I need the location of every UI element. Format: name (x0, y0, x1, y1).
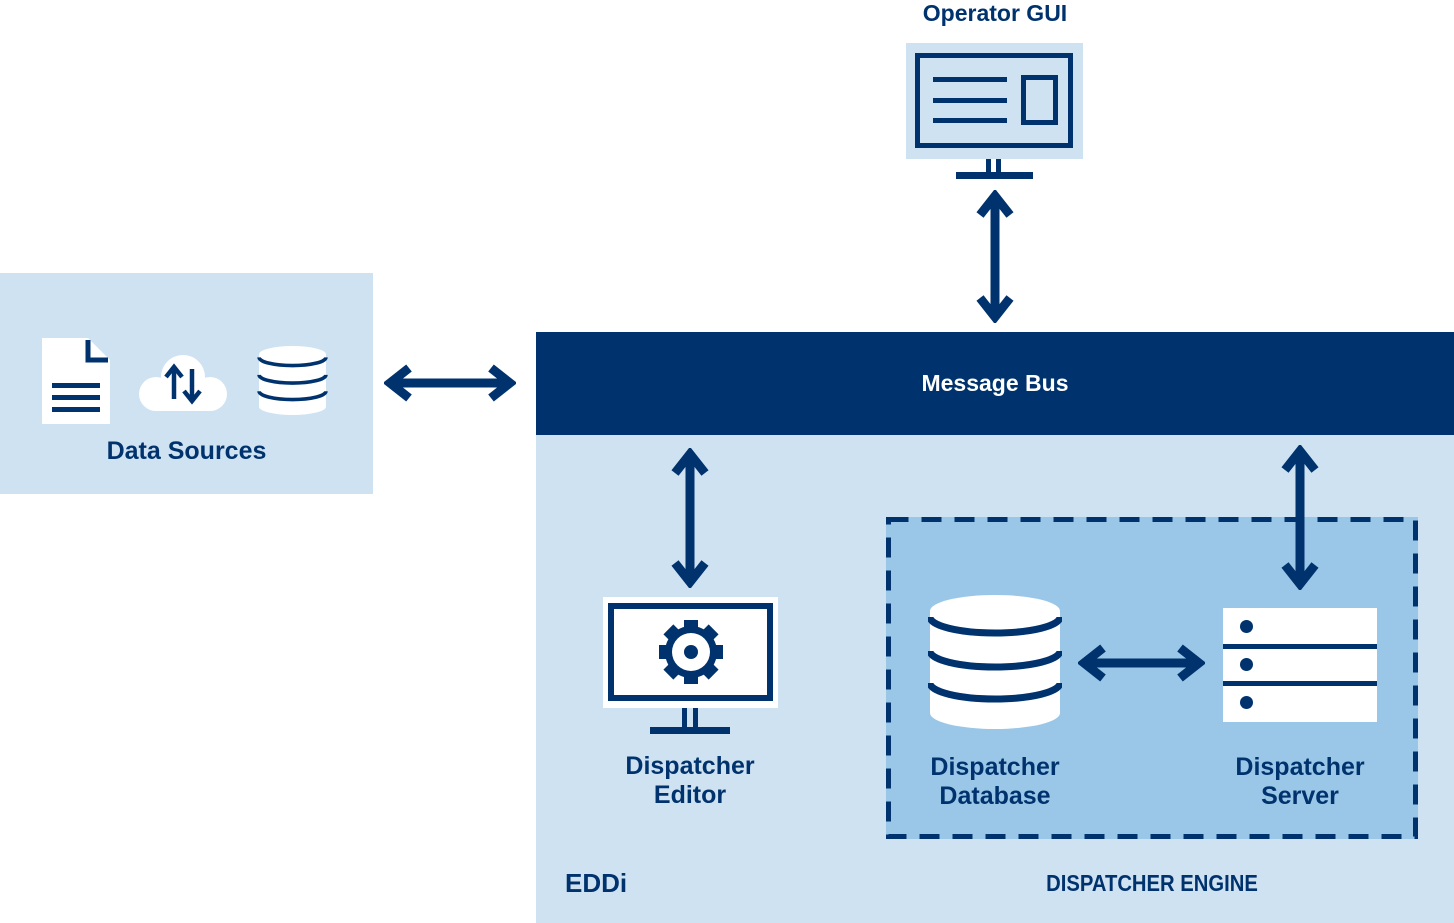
screen-text-line (933, 77, 1007, 82)
double-arrow-vertical-icon (976, 190, 1014, 323)
monitor-stand (693, 708, 698, 728)
database-icon (928, 595, 1062, 729)
server-icon (1223, 608, 1377, 722)
screen-text-line (933, 98, 1007, 103)
double-arrow-vertical-icon (1281, 445, 1319, 590)
operator-gui-label: Operator GUI (922, 0, 1068, 26)
data-sources-label: Data Sources (106, 437, 267, 465)
dispatcher-engine-box: Dispatcher Database Dispatcher Server (886, 517, 1418, 839)
monitor-gear-icon (603, 597, 778, 708)
monitor-stand (986, 159, 991, 173)
monitor-icon (906, 43, 1083, 159)
database-icon (257, 346, 328, 415)
dispatcher-database-label: Dispatcher Database (930, 753, 1060, 810)
dispatcher-editor-label: Dispatcher Editor (625, 752, 755, 809)
document-icon (42, 338, 110, 424)
monitor-stand (682, 708, 687, 728)
double-arrow-horizontal-icon (1078, 644, 1205, 682)
server-led (1240, 658, 1253, 671)
eddi-box: Message Bus (536, 332, 1454, 923)
dispatcher-engine-label: DISPATCHER ENGINE (1046, 870, 1258, 896)
double-arrow-vertical-icon (671, 448, 709, 588)
monitor-stand (996, 159, 1001, 173)
monitor-stand-base (956, 172, 1033, 179)
gear-icon (658, 620, 723, 684)
screen-panel-rect (1021, 75, 1058, 125)
server-led (1240, 696, 1253, 709)
monitor-stand-base (650, 727, 730, 734)
dispatcher-server-label: Dispatcher Server (1235, 753, 1365, 810)
server-led (1240, 620, 1253, 633)
screen-text-line (933, 118, 1007, 123)
monitor-screen (915, 53, 1073, 148)
data-sources-box: Data Sources (0, 273, 373, 494)
server-divider (1223, 681, 1377, 686)
cloud-transfer-icon (139, 355, 227, 411)
double-arrow-horizontal-icon (384, 364, 516, 402)
message-bus-bar: Message Bus (536, 332, 1454, 435)
editor-screen (608, 603, 773, 701)
eddi-label: EDDi (565, 868, 628, 898)
server-divider (1223, 644, 1377, 649)
message-bus-label: Message Bus (921, 370, 1069, 396)
